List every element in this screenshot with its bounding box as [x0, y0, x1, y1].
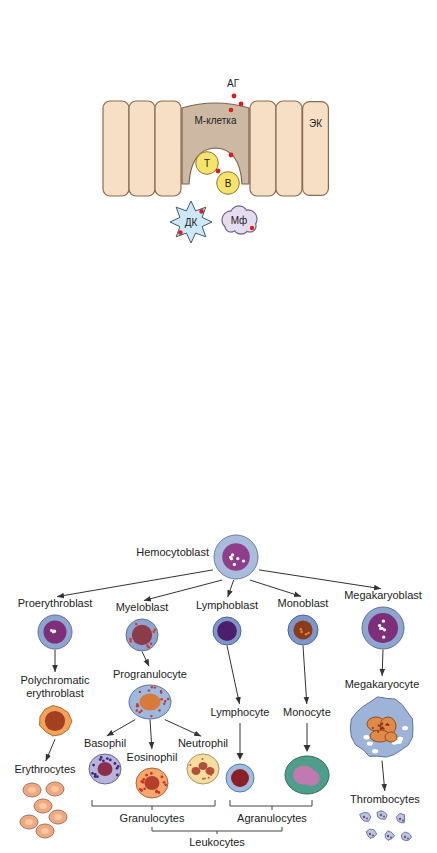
- blood-cell: Monoblast: [278, 597, 329, 646]
- cell-label: В: [225, 178, 232, 189]
- lineage-arrow: [144, 580, 222, 601]
- blood-cell: Monocyte: [283, 706, 331, 795]
- cell-label: Erythrocytes: [14, 763, 75, 776]
- epithelial-cell: [155, 101, 181, 196]
- cell-label: Monoblast: [278, 597, 329, 610]
- lineage-arrow: [142, 652, 149, 667]
- lineage-arrow: [259, 570, 381, 589]
- cell-drawing: [349, 695, 415, 761]
- cell-label: Myeloblast: [116, 601, 169, 614]
- cell-label: Proerythroblast: [18, 597, 93, 610]
- cell-drawing: [125, 618, 159, 652]
- group-label: Leukocytes: [189, 836, 245, 849]
- blood-cell: Lymphocyte: [211, 706, 270, 793]
- group-label: Agranulocytes: [237, 812, 307, 825]
- cell-drawing: [361, 606, 405, 650]
- cell-drawing: [37, 614, 73, 650]
- shape-outline: [181, 99, 250, 185]
- cell-drawing: [287, 614, 319, 646]
- cell-drawing: [225, 763, 255, 793]
- blood-cell: Myeloblast: [116, 601, 169, 652]
- cell-label: Hemocytoblast: [136, 546, 209, 559]
- lineage-arrow: [382, 650, 384, 676]
- cell-label: ЭК: [309, 118, 322, 129]
- cell-shape: ЭК: [302, 101, 329, 196]
- blood-cell: Basophil: [84, 737, 126, 785]
- group-label: Granulocytes: [120, 812, 185, 825]
- cell-drawing: [213, 534, 259, 580]
- blood-cell: Megakaryocyte: [345, 678, 420, 761]
- blood-cell: Hemocytoblast: [213, 534, 259, 580]
- cell-label: Progranulocyte: [113, 668, 187, 681]
- lineage-arrow: [46, 739, 55, 761]
- blood-cell: Eosinophil: [127, 751, 178, 799]
- shape-outline: [302, 101, 329, 196]
- group-bracket: [92, 800, 215, 810]
- blood-cell: Erythrocytes: [14, 763, 75, 840]
- cell-label: Megakaryocyte: [345, 678, 420, 691]
- group-bracket: [152, 827, 282, 834]
- blood-cell: Proerythroblast: [18, 597, 93, 650]
- cell-drawing: [37, 703, 73, 739]
- cell-drawing: [88, 753, 122, 785]
- cell-label: Polychromatic erythroblast: [13, 674, 97, 699]
- cell-shape: Мф: [219, 205, 259, 235]
- cell-label: Мф: [231, 215, 248, 226]
- epithelial-cell: [276, 101, 302, 196]
- lineage-arrow: [303, 646, 307, 704]
- lineage-arrow: [55, 650, 56, 672]
- epithelial-cell: [103, 101, 129, 196]
- cell-label: Megakaryoblast: [344, 589, 422, 602]
- cell-drawing: [357, 809, 413, 845]
- cell-drawing: [284, 755, 330, 795]
- lineage-arrow: [150, 720, 152, 749]
- blood-cell: Lymphoblast: [196, 599, 258, 646]
- cell-drawing: [20, 780, 70, 840]
- cell-shape: ДК: [169, 200, 213, 244]
- epithelial-cell: [129, 101, 155, 196]
- lineage-arrow: [57, 570, 213, 597]
- cell-label: ДК: [185, 217, 198, 228]
- lineage-arrow: [165, 720, 201, 737]
- cell-label: М-клетка: [195, 115, 237, 126]
- cell-drawing: [135, 767, 169, 799]
- cell-label: Basophil: [84, 737, 126, 750]
- blood-cell: Polychromatic erythroblast: [13, 674, 97, 739]
- cell-label: Monocyte: [283, 706, 331, 719]
- cell-label: Thrombocytes: [350, 793, 420, 806]
- lineage-arrow: [228, 580, 234, 597]
- cell-shape: Т: [195, 151, 219, 175]
- blood-cell: Thrombocytes: [350, 793, 420, 845]
- cell-drawing: [128, 684, 172, 720]
- cell-shape: В: [216, 171, 240, 195]
- epithelial-cell: [250, 101, 276, 196]
- cell-shape: М-клетка: [181, 99, 250, 185]
- cell-label: Lymphoblast: [196, 599, 258, 612]
- cell-drawing: [212, 616, 242, 646]
- group-label: АГ: [227, 78, 239, 90]
- cell-label: Т: [204, 158, 210, 169]
- lineage-arrow: [107, 720, 136, 736]
- blood-cell: Megakaryoblast: [344, 589, 422, 650]
- lineage-arrow: [382, 761, 385, 791]
- cell-label: Neutrophil: [178, 737, 228, 750]
- cell-label: Eosinophil: [127, 751, 178, 764]
- maturation-arrow: [235, 719, 245, 763]
- blood-cell: Neutrophil: [178, 737, 228, 785]
- group-bracket: [230, 800, 312, 810]
- cell-drawing: [186, 753, 220, 785]
- lineage-arrow: [250, 580, 301, 596]
- lineage-arrow: [227, 646, 240, 704]
- cell-label: Lymphocyte: [211, 706, 270, 719]
- maturation-arrow: [302, 719, 312, 755]
- blood-cell: Progranulocyte: [113, 668, 187, 720]
